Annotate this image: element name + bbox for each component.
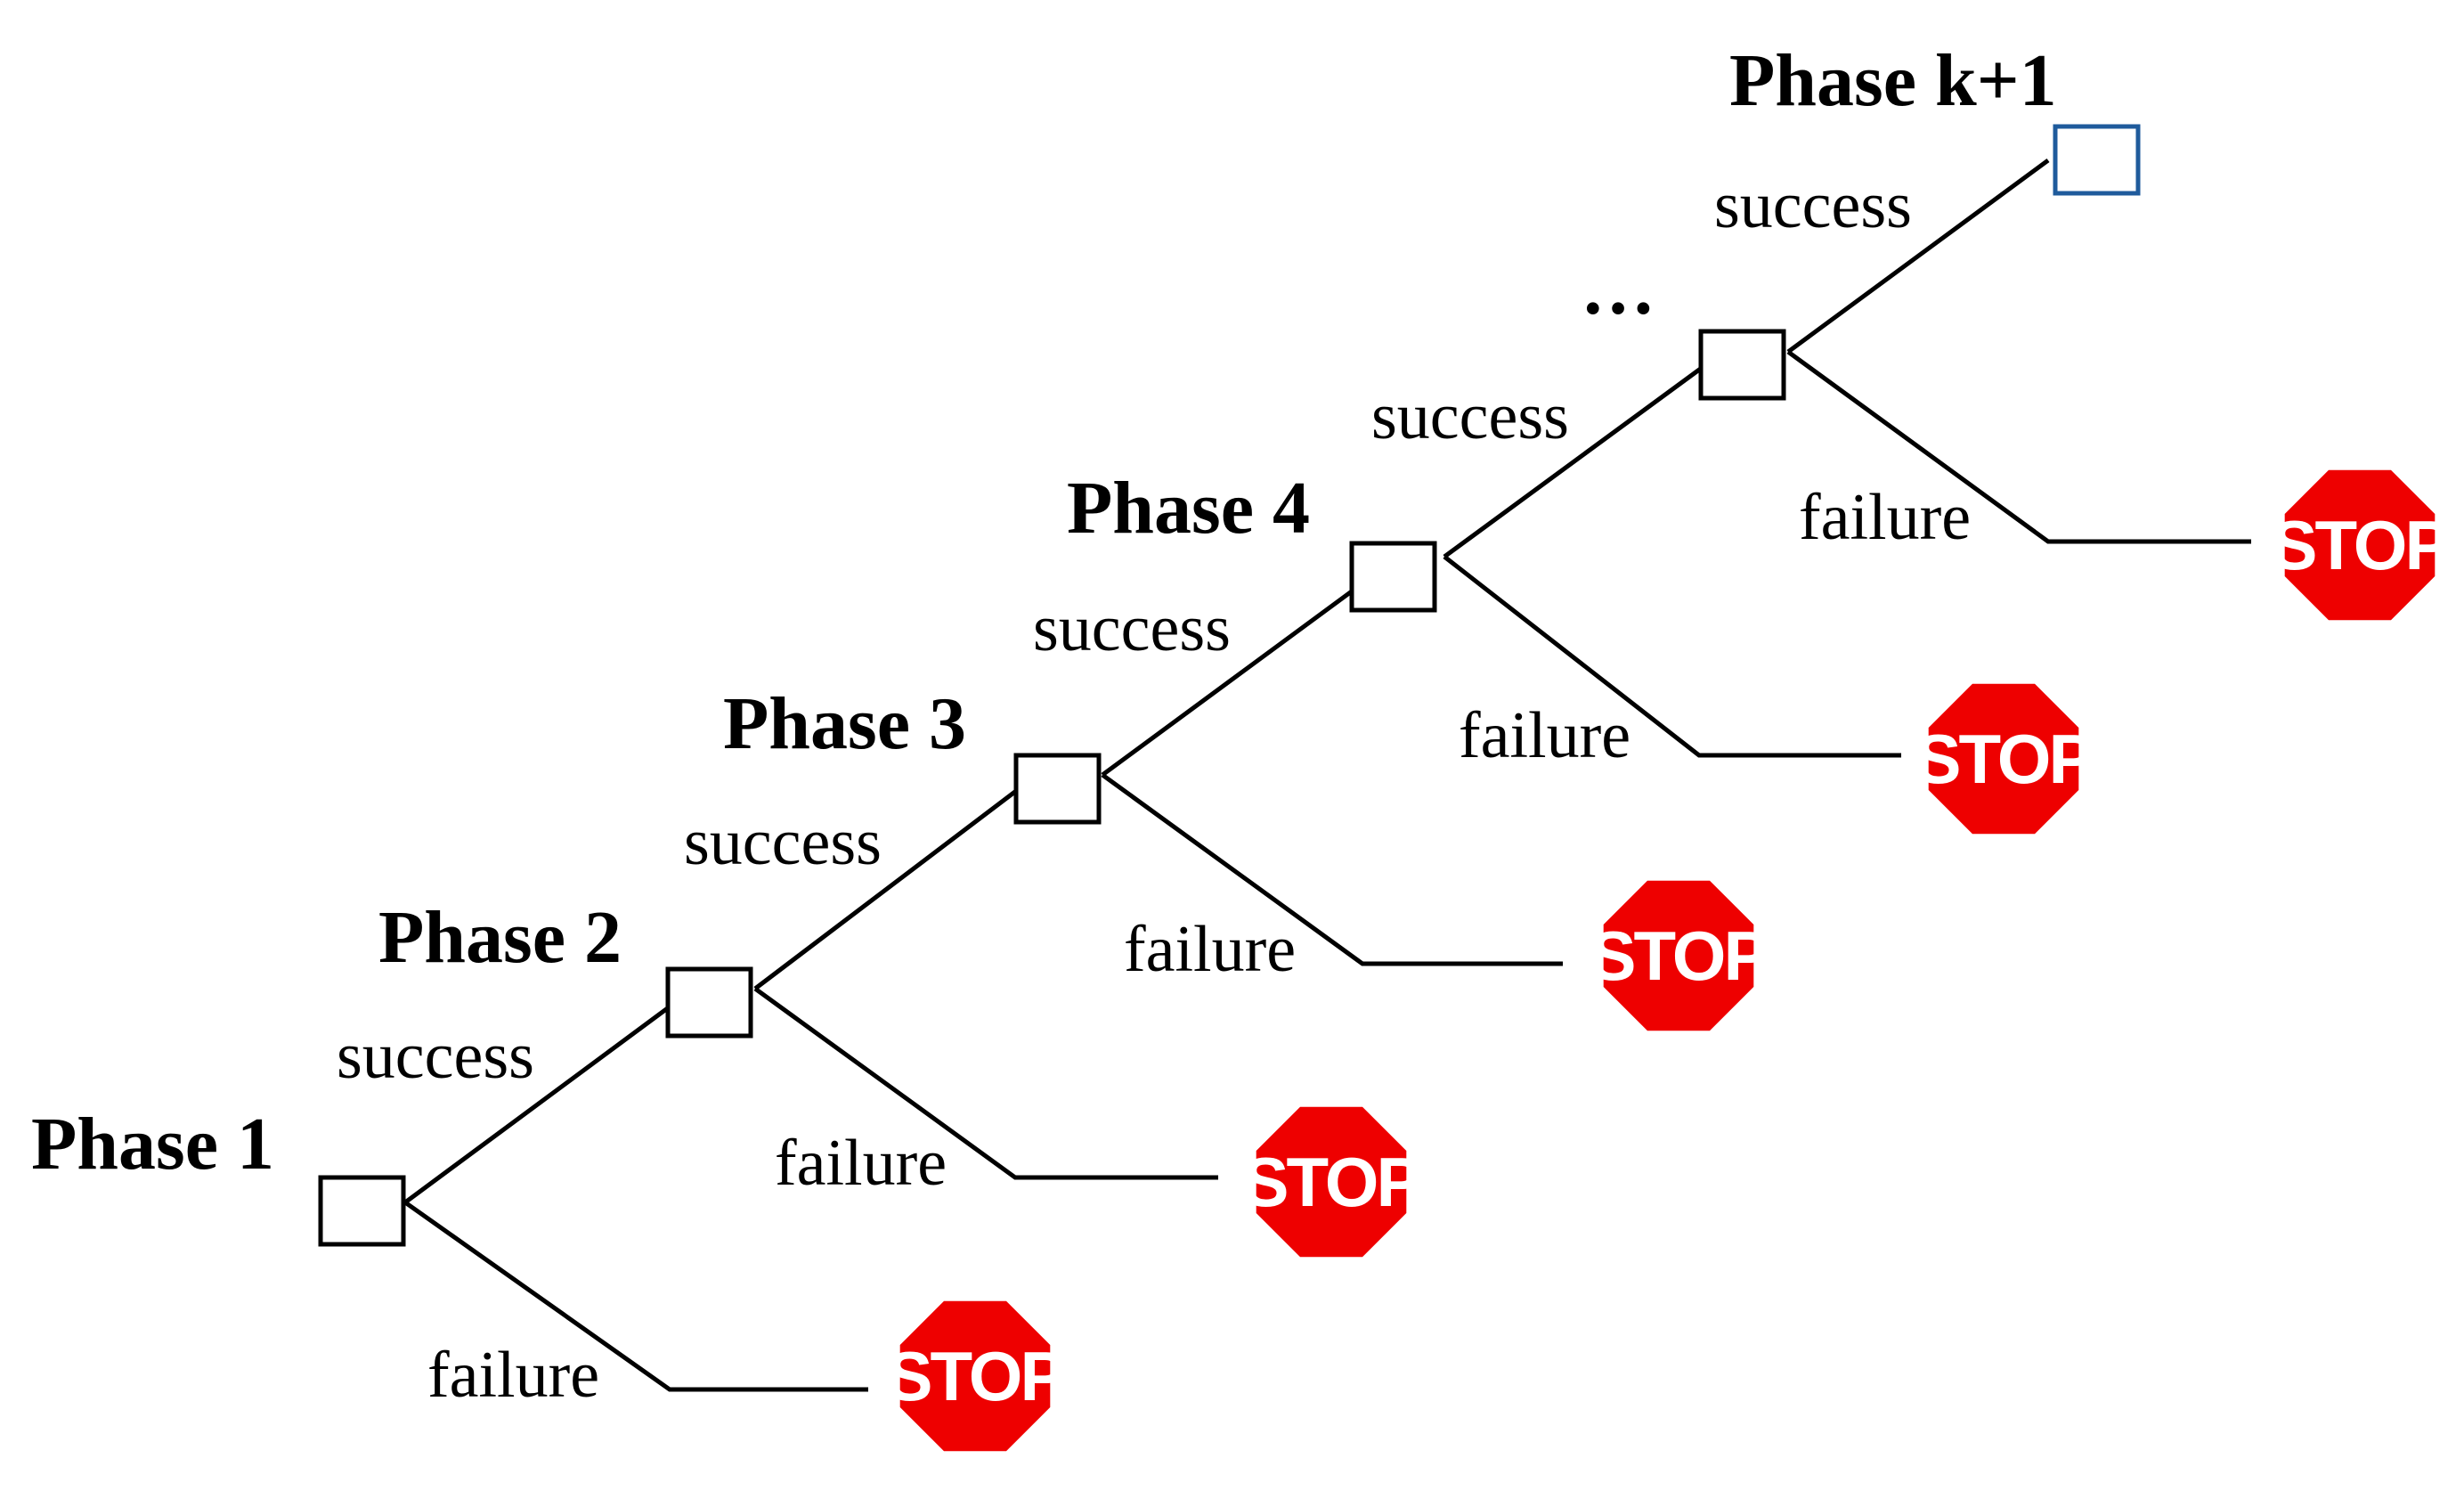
failure-edge-2 [753, 986, 1218, 1180]
failure-label-1: failure [427, 1339, 599, 1412]
success-label-2: success [684, 806, 882, 879]
stop-label: STOP [1590, 917, 1769, 995]
phase-label-3: Phase 3 [723, 682, 966, 765]
stop-octagon-icon [2280, 465, 2440, 625]
failure-edge-4 [1443, 555, 1901, 758]
phase-labels: Phase 1 Phase 2 Phase 3 Phase 4 Phase k+… [31, 39, 2057, 1185]
stop-label: STOP [2272, 506, 2450, 584]
success-edge-3 [1101, 581, 1364, 778]
stop-sign-3: STOP [1590, 876, 1770, 1036]
phase-nodes [318, 124, 2141, 1247]
stop-sign-4: STOP [1915, 679, 2095, 839]
phase-node-5 [1698, 329, 1786, 401]
success-edge-4 [1443, 363, 1707, 559]
failure-edge-3 [1101, 772, 1563, 966]
failure-edges [403, 349, 2251, 1392]
failure-label-3: failure [1124, 913, 1296, 986]
stop-sign-2: STOP [1243, 1102, 1423, 1262]
stop-signs: STOP STOP STOP STOP STOP [887, 465, 2452, 1456]
stop-label: STOP [1243, 1143, 1421, 1221]
success-label-5: success [1714, 169, 1912, 242]
success-edge-1 [403, 1002, 674, 1205]
phase-label-2: Phase 2 [378, 896, 622, 979]
phase-node-1 [318, 1175, 406, 1247]
success-edge-2 [753, 786, 1021, 990]
success-edges [403, 158, 2050, 1205]
stop-octagon-icon [1598, 876, 1759, 1036]
stop-sign-1: STOP [887, 1296, 1067, 1456]
failure-label-5: failure [1799, 481, 1971, 554]
stop-label: STOP [1915, 720, 2094, 798]
phase-label-1: Phase 1 [31, 1103, 274, 1185]
stop-octagon-icon [1923, 679, 2084, 839]
success-edge-5 [1786, 158, 2050, 354]
phase-node-final [2053, 124, 2141, 196]
ellipsis: … [1581, 248, 1655, 330]
phase-label-4: Phase 4 [1067, 467, 1310, 550]
success-label-1: success [337, 1020, 534, 1093]
success-labels: success success success success success [337, 169, 1912, 1093]
stop-octagon-icon [895, 1296, 1055, 1456]
failure-edge-5 [1786, 349, 2251, 544]
failure-edge-1 [403, 1200, 868, 1392]
stop-label: STOP [887, 1337, 1065, 1415]
phase-node-2 [665, 966, 753, 1039]
success-label-3: success [1033, 592, 1231, 665]
phase-node-3 [1013, 753, 1102, 825]
stop-sign-5: STOP [2272, 465, 2452, 625]
phase-label-5: Phase k+1 [1729, 39, 2057, 122]
success-label-4: success [1371, 380, 1569, 453]
failure-label-2: failure [775, 1127, 947, 1200]
stop-octagon-icon [1251, 1102, 1411, 1262]
failure-label-4: failure [1459, 699, 1630, 772]
failure-labels: failure failure failure failure failure [427, 481, 1971, 1412]
phase-node-4 [1349, 541, 1437, 613]
